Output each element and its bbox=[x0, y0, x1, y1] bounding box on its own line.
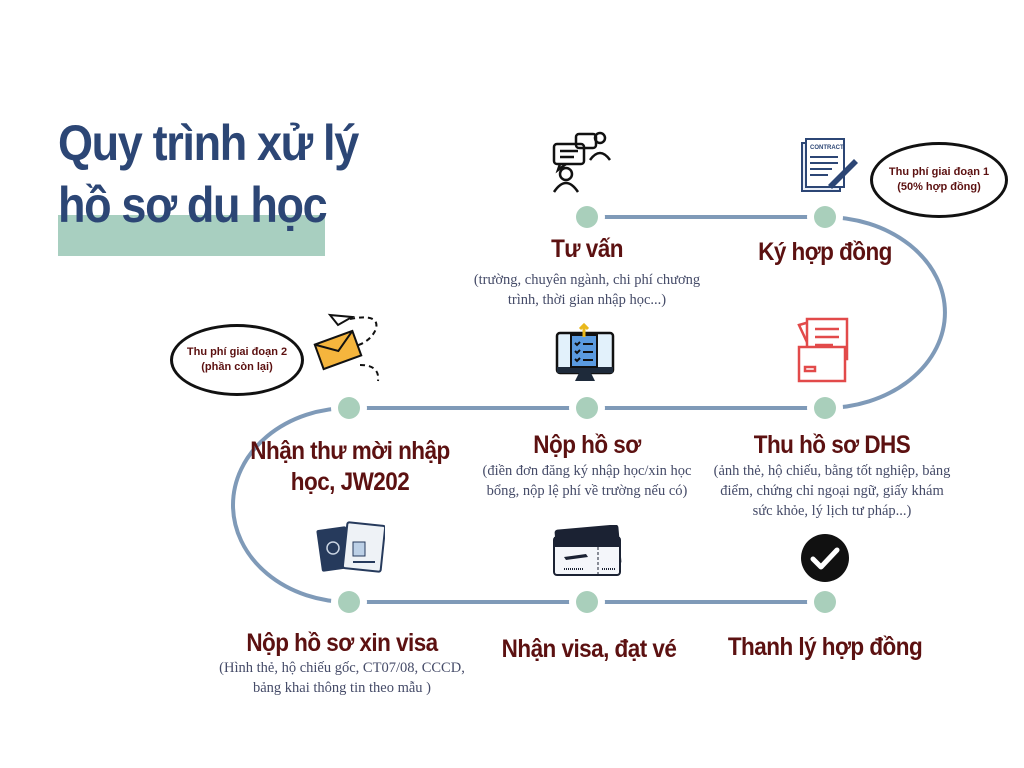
svg-text:CONTRACT: CONTRACT bbox=[810, 145, 844, 151]
step-description: (ảnh thẻ, hộ chiếu, bằng tốt nghiệp, bản… bbox=[713, 463, 951, 519]
bubble-line: (50% hợp đồng) bbox=[897, 181, 981, 193]
step-contract-settlement: Thanh lý hợp đồng bbox=[675, 632, 975, 662]
step-collect-documents: Thu hồ sơ DHS (ảnh thẻ, hộ chiếu, bằng t… bbox=[682, 430, 982, 521]
step-consultation: Tư vấn (trường, chuyên ngành, chi phí ch… bbox=[437, 234, 737, 310]
ticket-icon bbox=[553, 525, 622, 576]
bubble-line: Thu phí giai đoạn 1 bbox=[888, 166, 990, 178]
timeline-dot-6 bbox=[331, 584, 367, 620]
page-title: Quy trình xử lý hồ sơ du học bbox=[58, 112, 359, 236]
timeline-dot-3 bbox=[807, 390, 843, 426]
step-title: Nộp hồ sơ bbox=[533, 431, 641, 459]
bubble-line: Thu phí giai đoạn 2 bbox=[186, 346, 288, 358]
step-title: Nộp hồ sơ xin visa bbox=[246, 629, 438, 657]
timeline-dot-1 bbox=[569, 199, 605, 235]
step-submit-application: Nộp hồ sơ (điền đơn đăng ký nhập học/xin… bbox=[437, 430, 737, 501]
fee-bubble-stage-2: Thu phí giai đoạn 2 (phần còn lại) bbox=[170, 324, 304, 396]
title-line-1: Quy trình xử lý bbox=[58, 115, 359, 171]
step-title: Ký hợp đồng bbox=[758, 238, 892, 266]
step-title: Tư vấn bbox=[551, 235, 623, 263]
step-title: Thu hồ sơ DHS bbox=[753, 431, 911, 459]
step-title: Thanh lý hợp đồng bbox=[727, 633, 923, 661]
title-highlight bbox=[58, 215, 325, 256]
step-visa-application: Nộp hồ sơ xin visa (Hình thẻ, hộ chiếu g… bbox=[192, 628, 492, 698]
fee-bubble-stage-1: Thu phí giai đoạn 1 (50% hợp đồng) bbox=[870, 142, 1008, 218]
timeline-dot-4 bbox=[569, 390, 605, 426]
timeline-dot-7 bbox=[569, 584, 605, 620]
check-icon bbox=[801, 534, 849, 582]
title-line-2: hồ sơ du học bbox=[58, 177, 328, 233]
step-description: (điền đơn đăng ký nhập học/xin học bổng,… bbox=[482, 463, 692, 499]
mail-icon bbox=[313, 313, 380, 382]
timeline-dot-8 bbox=[807, 584, 843, 620]
step-visa-ticket: Nhận visa, đạt vé bbox=[439, 634, 739, 664]
consultation-icon bbox=[552, 131, 612, 193]
contract-icon: CONTRACT bbox=[801, 138, 858, 192]
step-description: (Hình thẻ, hộ chiếu gốc, CT07/08, CCCD, … bbox=[219, 660, 465, 696]
folder-icon bbox=[797, 317, 849, 383]
step-title: Nhận thư mời nhập học, JW202 bbox=[250, 437, 450, 496]
passport-icon bbox=[316, 521, 385, 573]
step-title: Nhận visa, đạt vé bbox=[501, 635, 677, 663]
step-receive-offer: Nhận thư mời nhập học, JW202 bbox=[230, 436, 470, 498]
bubble-line: (phần còn lại) bbox=[201, 361, 273, 373]
timeline-dot-2 bbox=[807, 199, 843, 235]
step-sign-contract: Ký hợp đồng bbox=[675, 237, 975, 267]
step-description: (trường, chuyên ngành, chi phí chương tr… bbox=[473, 272, 701, 308]
timeline-dot-5 bbox=[331, 390, 367, 426]
computer-checklist-icon bbox=[555, 323, 615, 381]
